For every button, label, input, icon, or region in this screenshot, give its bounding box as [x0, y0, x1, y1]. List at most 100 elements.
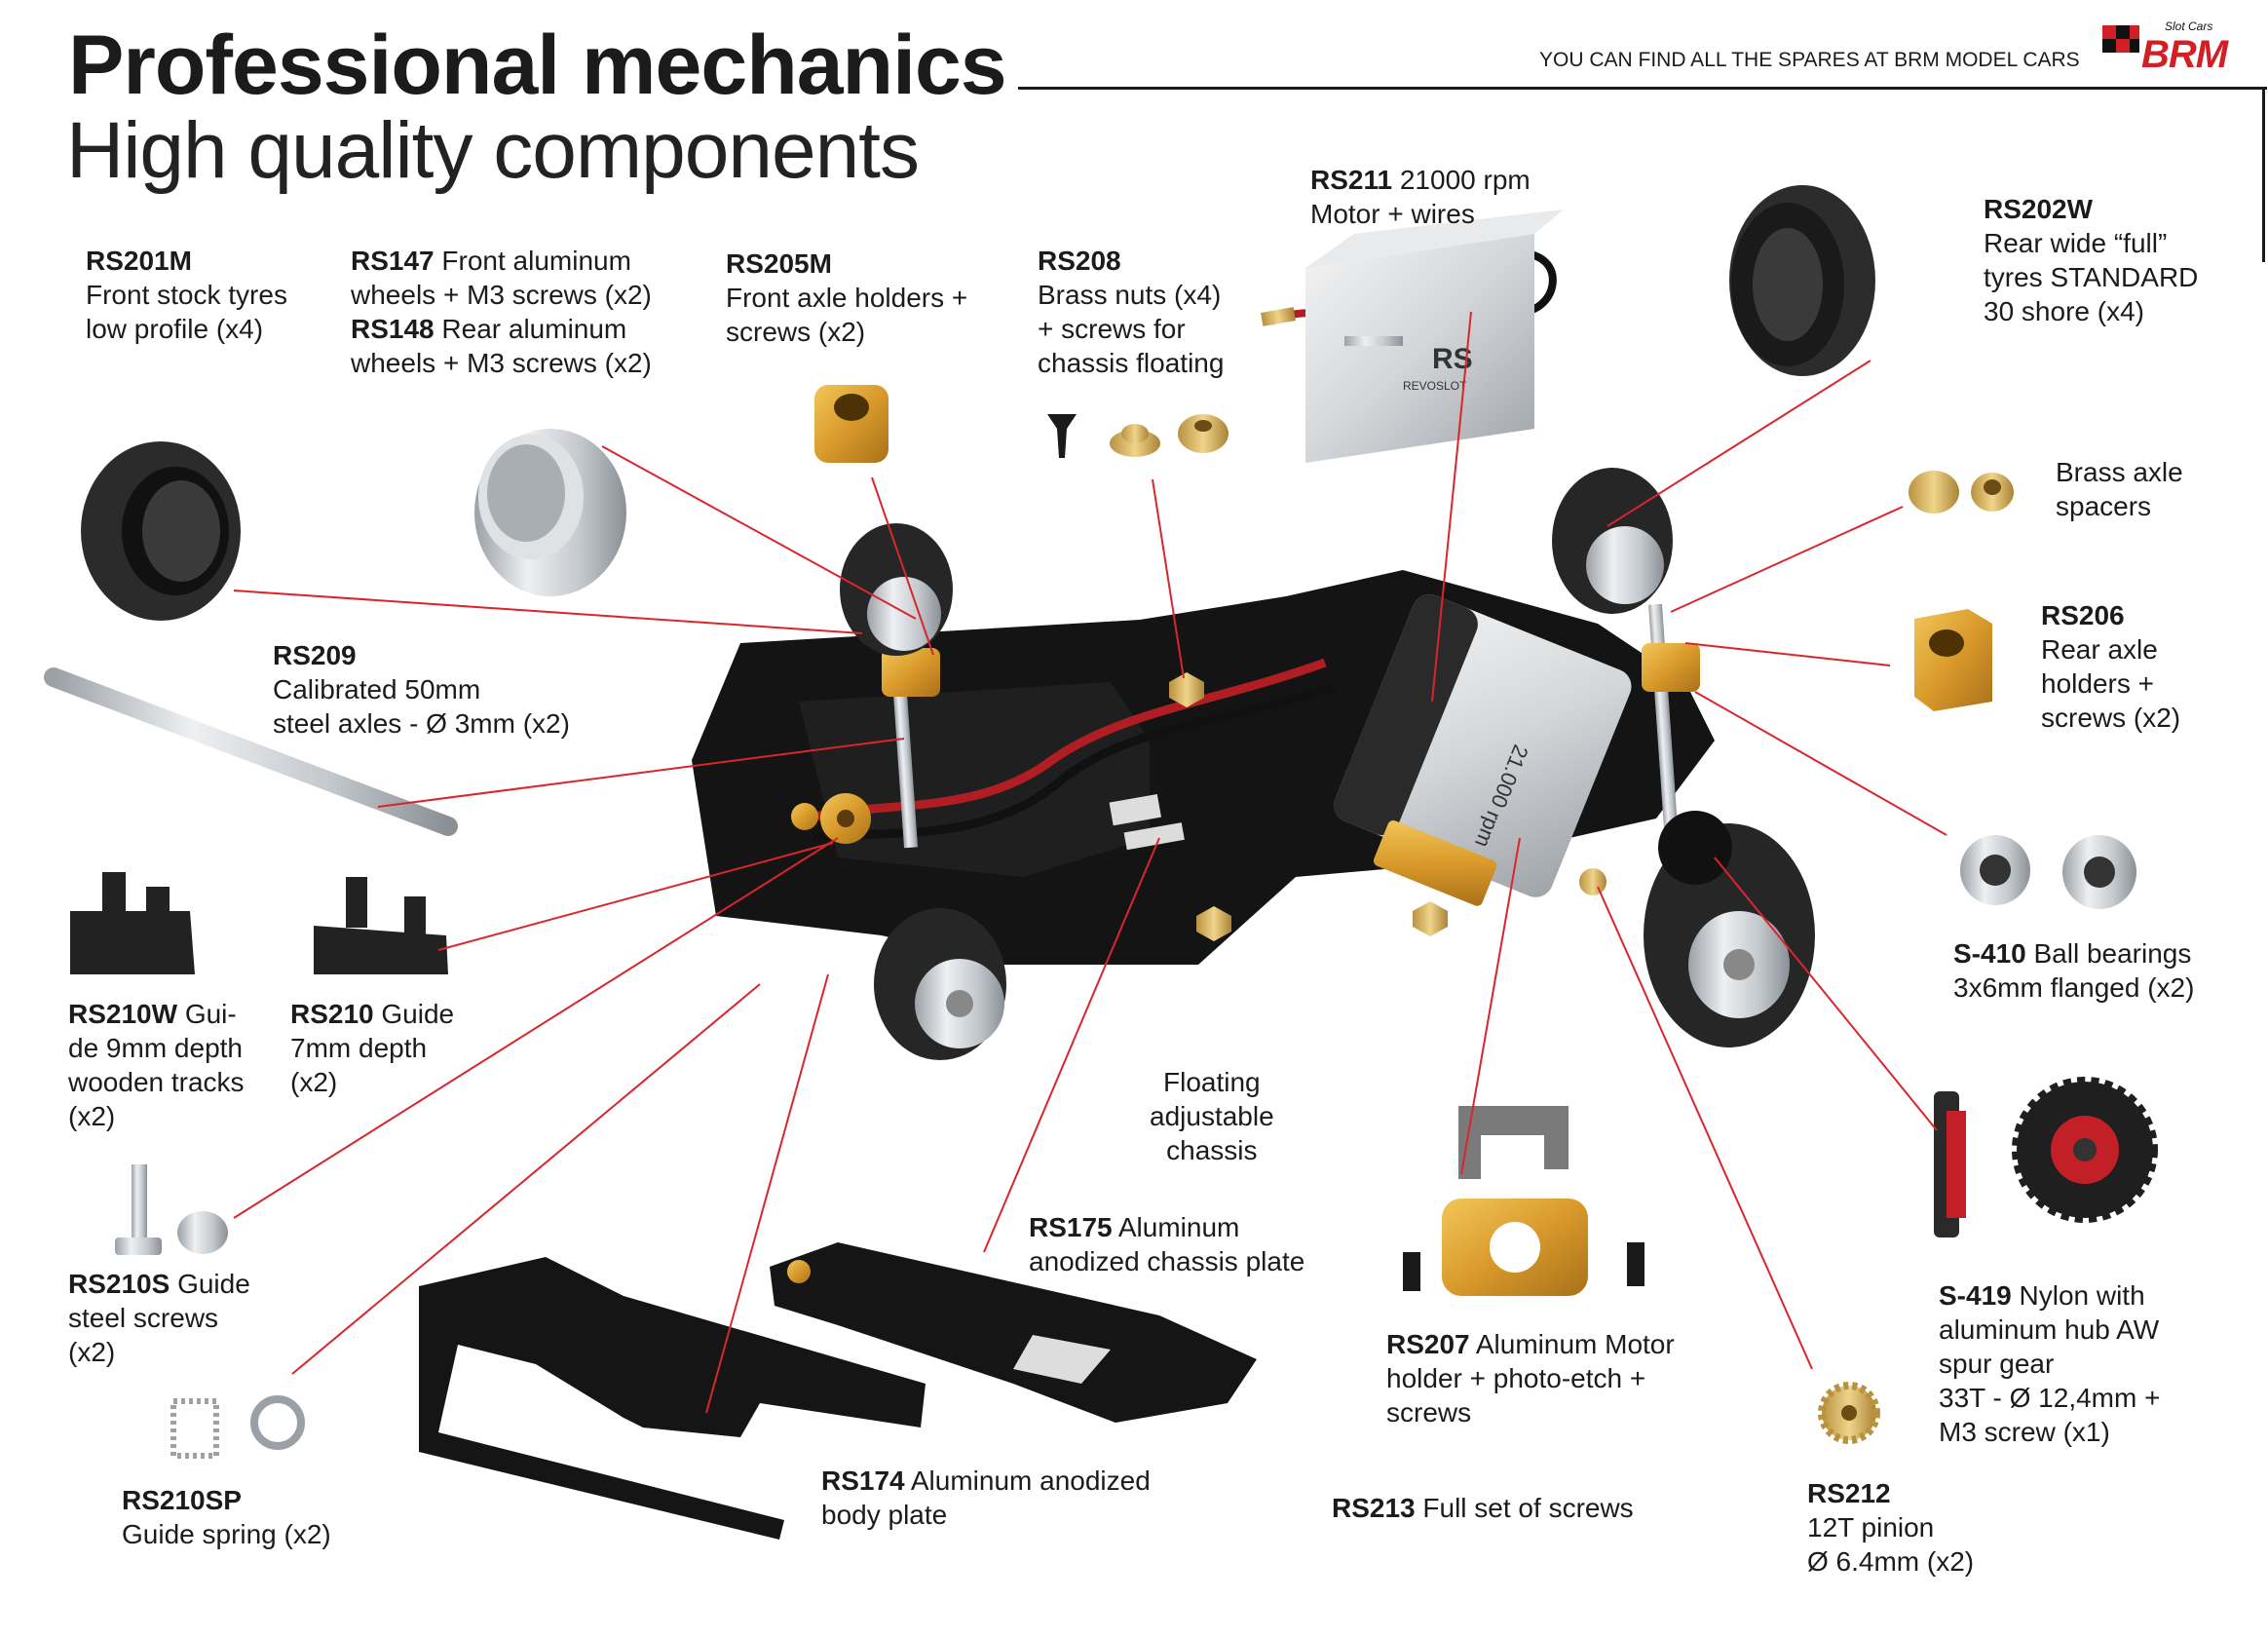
part-desc: + screws for [1038, 314, 1186, 344]
part-desc: steel screws [68, 1303, 219, 1333]
motor-brand-sub: REVOSLOT [1403, 379, 1467, 393]
guide-spring-part [170, 1395, 305, 1459]
front-left-wheel [840, 523, 953, 656]
part-code: RS207 [1386, 1329, 1470, 1359]
part-desc: (x2) [68, 1337, 116, 1367]
part-desc: screws (x2) [726, 317, 866, 347]
page-title: Professional mechanics [68, 19, 1007, 112]
header-rule [1018, 87, 2267, 90]
part-code: RS210SP [122, 1485, 242, 1515]
front-right-wheel [874, 908, 1006, 1060]
brm-logo: Slot Cars BRM [2102, 19, 2260, 76]
part-desc: tyres STANDARD [1984, 262, 2199, 292]
part-code: RS175 [1029, 1212, 1113, 1242]
part-desc: de 9mm depth [68, 1033, 243, 1063]
part-code: RS205M [726, 248, 832, 279]
pinion-part [1818, 1382, 1880, 1444]
page-subtitle: High quality components [66, 106, 920, 195]
part-code: RS209 [273, 640, 357, 670]
label-rs210w: RS210W Gui- de 9mm depth wooden tracks (… [68, 999, 245, 1131]
aluminum-wheel-part [474, 429, 626, 596]
label-rs209: RS209 Calibrated 50mm steel axles - Ø 3m… [273, 638, 570, 741]
label-rs205m: RS205M Front axle holders + screws (x2) [726, 247, 967, 349]
part-code: RS147 [351, 246, 435, 276]
part-code: RS206 [2041, 600, 2125, 630]
label-floating-chassis: Floating adjustable chassis [1150, 1065, 1274, 1167]
brass-spacers-part [1909, 471, 2014, 514]
part-code: S-410 [1953, 938, 2026, 969]
logo-text: BRM [2141, 33, 2228, 76]
part-desc: (x2) [290, 1067, 338, 1097]
chassis-plate-part [770, 1242, 1257, 1423]
rear-axle-holder-part [1914, 609, 1992, 711]
part-code: RS212 [1807, 1478, 1891, 1508]
label-rs174: RS174 Aluminum anodized body plate [821, 1466, 1151, 1530]
part-desc: chassis floating [1038, 348, 1225, 378]
part-desc: Motor + wires [1310, 199, 1475, 229]
part-desc: Brass nuts (x4) [1038, 280, 1222, 310]
part-code: RS213 [1332, 1493, 1416, 1523]
part-code: RS148 [351, 314, 435, 344]
chassis-motor: 21.000 rpm [1334, 593, 1632, 906]
label-brass-spacers: Brass axle spacers [2056, 455, 2183, 523]
part-desc: holder + photo-etch + [1386, 1363, 1646, 1393]
part-desc: spur gear [1939, 1349, 2055, 1379]
label-rs211: RS211 21000 rpm Motor + wires [1310, 165, 1531, 229]
part-code: S-419 [1939, 1280, 2012, 1311]
brass-nuts-part [1047, 414, 1228, 458]
part-desc: holders + [2041, 668, 2154, 699]
steel-axle-part [44, 667, 458, 836]
label-s410: S-410 Ball bearings 3x6mm flanged (x2) [1953, 938, 2195, 1003]
part-code: RS210 [290, 999, 374, 1029]
label-rs147-rs148: RS147 Front aluminum wheels + M3 screws … [351, 246, 652, 378]
spur-gear-part [1934, 1077, 2158, 1237]
ball-bearings-part [1960, 835, 2136, 909]
part-desc: body plate [821, 1500, 948, 1530]
header-rule-vertical [2262, 87, 2265, 262]
part-desc: (x2) [68, 1101, 116, 1131]
rear-left-wheel [1552, 468, 1673, 614]
label-rs208: RS208 Brass nuts (x4) + screws for chass… [1038, 244, 1224, 380]
chassis-assembly: 21.000 rpm [692, 468, 1815, 1060]
part-code: RS210W [68, 999, 178, 1029]
logo-small-text: Slot Cars [2165, 19, 2213, 33]
part-desc: M3 screw (x1) [1939, 1417, 2110, 1447]
label-rs210sp: RS210SP Guide spring (x2) [122, 1483, 331, 1551]
part-desc: Brass axle [2056, 457, 2183, 487]
part-desc: aluminum hub AW [1939, 1314, 2160, 1345]
part-desc: 33T - Ø 12,4mm + [1939, 1383, 2161, 1413]
part-desc: 3x6mm flanged (x2) [1953, 972, 2195, 1003]
front-tyre-part [81, 441, 241, 621]
label-rs212: RS212 12T pinion Ø 6.4mm (x2) [1807, 1476, 1974, 1579]
leader-lines [233, 311, 1947, 1414]
motor-part: RS REVOSLOT [1261, 209, 1564, 463]
label-rs210s: RS210S Guide steel screws (x2) [68, 1269, 250, 1367]
part-desc: chassis [1166, 1135, 1258, 1165]
part-desc: Front axle holders + [726, 283, 968, 313]
part-desc: 7mm depth [290, 1033, 428, 1063]
part-desc: steel axles - Ø 3mm (x2) [273, 708, 570, 739]
guide-screws-part [115, 1164, 228, 1255]
label-rs207: RS207 Aluminum Motor holder + photo-etch… [1386, 1329, 1675, 1428]
part-desc: Calibrated 50mm [273, 674, 481, 704]
part-code: RS201M [86, 246, 192, 276]
part-desc: Floating [1163, 1067, 1261, 1097]
part-desc: adjustable [1150, 1101, 1274, 1131]
part-desc: Front stock tyres [86, 280, 287, 310]
front-axle-holder-part [814, 385, 888, 463]
part-desc: low profile (x4) [86, 314, 264, 344]
part-desc: anodized chassis plate [1029, 1246, 1305, 1276]
label-s419: S-419 Nylon with aluminum hub AW spur ge… [1939, 1280, 2161, 1447]
label-rs213: RS213 Full set of screws [1332, 1493, 1634, 1523]
part-desc: wheels + M3 screws (x2) [351, 348, 652, 378]
part-code: RS174 [821, 1466, 905, 1496]
part-code: RS208 [1038, 246, 1121, 276]
body-plate-part [419, 1257, 926, 1540]
part-code: RS211 [1310, 165, 1393, 195]
part-desc: 12T pinion [1807, 1512, 1935, 1542]
checkered-flag-icon [2102, 25, 2139, 53]
part-desc: wooden tracks [68, 1067, 245, 1097]
part-desc: wheels + M3 screws (x2) [351, 280, 652, 310]
